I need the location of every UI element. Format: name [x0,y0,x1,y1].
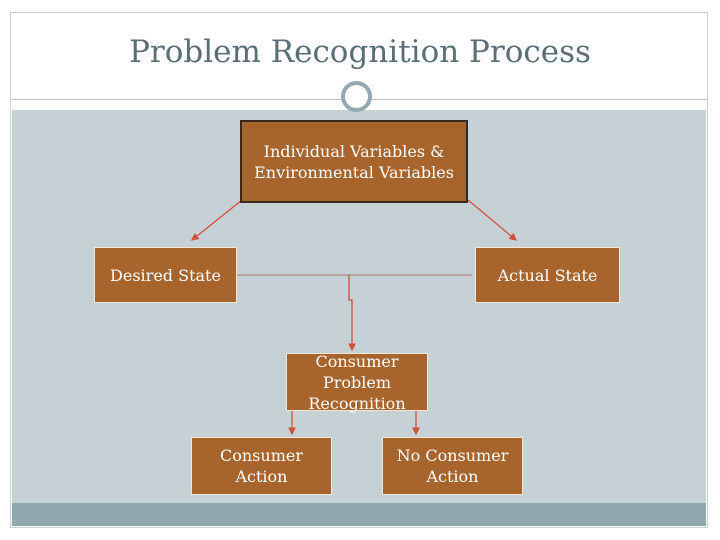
node-consumer-action: Consumer Action [191,437,332,495]
slide-title: Problem Recognition Process [129,34,591,70]
connector-variables-to-actual [467,199,517,241]
node-desired-state: Desired State [94,247,237,303]
node-variables: Individual Variables & Environmental Var… [240,120,468,203]
node-no-consumer-action: No Consumer Action [382,437,523,495]
connector-comparison-to-recognition [348,275,356,352]
footer-bar [12,503,706,526]
node-actual-state: Actual State [475,247,620,303]
node-problem-recognition: Consumer Problem Recognition [286,352,428,413]
circle-ornament-icon [341,81,372,112]
connector-variables-to-desired [190,199,243,241]
connector-recognition-to-no-action [405,409,420,436]
slide-frame [10,12,708,528]
connector-recognition-to-action [288,409,297,436]
